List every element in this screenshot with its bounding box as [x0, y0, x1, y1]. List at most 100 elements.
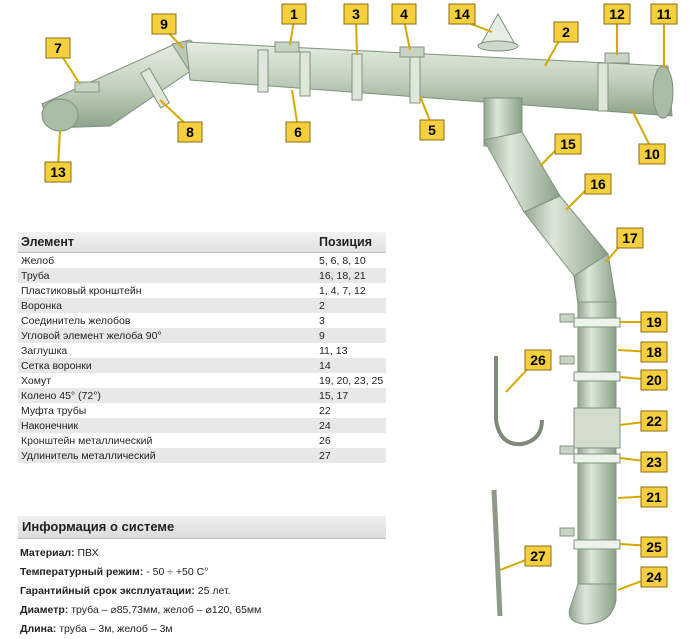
table-row: Угловой элемент желоба 90°9 — [18, 328, 386, 343]
callout-25: 25 — [640, 536, 668, 558]
info-value: труба – ⌀85,73мм, желоб – ⌀120, 65мм — [68, 604, 262, 616]
callout-24: 24 — [640, 566, 668, 588]
parts-table-header: Элемент Позиция — [18, 232, 386, 253]
info-line-diameter: Диаметр: труба – ⌀85,73мм, желоб – ⌀120,… — [18, 601, 386, 620]
plastic-bracket — [399, 46, 425, 58]
table-row: Колено 45° (72°)15, 17 — [18, 388, 386, 403]
callout-label: 5 — [428, 122, 436, 138]
info-value: ПВХ — [74, 547, 99, 559]
pipe-outlet-shoe — [568, 583, 617, 625]
callout-label: 2 — [562, 24, 570, 40]
info-label: Материал: — [20, 547, 75, 559]
callout-1: 1 — [281, 3, 307, 25]
cell-element: Кронштейн металлический — [21, 434, 153, 447]
cell-position: 19, 20, 23, 25 — [319, 374, 384, 387]
metal-bracket — [494, 356, 544, 447]
callout-label: 8 — [186, 124, 194, 140]
cell-position: 1, 4, 7, 12 — [319, 284, 366, 297]
callout-label: 18 — [646, 344, 662, 360]
callout-label: 9 — [160, 16, 168, 32]
callout-label: 16 — [590, 176, 606, 192]
cell-element: Наконечник — [21, 419, 78, 432]
callout-12: 12 — [603, 3, 631, 25]
callout-9: 9 — [151, 13, 177, 35]
info-value: - 50 ÷ +50 С° — [143, 566, 209, 578]
cell-position: 16, 18, 21 — [319, 269, 366, 282]
callout-label: 24 — [646, 569, 662, 585]
table-row: Воронка 2 — [18, 298, 386, 313]
end-cap-right — [652, 65, 674, 119]
callout-label: 22 — [646, 413, 662, 429]
info-label: Длина: — [20, 623, 57, 635]
gutter-connector — [409, 56, 421, 104]
cell-position: 11, 13 — [319, 344, 348, 357]
cell-element: Сетка воронки — [21, 359, 92, 372]
gutter-connector — [299, 51, 311, 97]
callout-label: 6 — [294, 124, 302, 140]
callout-13: 13 — [44, 161, 72, 183]
callout-label: 17 — [622, 230, 638, 246]
callout-label: 10 — [644, 146, 660, 162]
cell-position: 2 — [319, 299, 325, 312]
table-row: Хомут 19, 20, 23, 25 — [18, 373, 386, 388]
gutter-connector — [351, 53, 363, 101]
info-value: 25 лет. — [194, 585, 231, 597]
callout-4: 4 — [391, 3, 417, 25]
callout-label: 25 — [646, 539, 662, 555]
end-cap-left — [41, 98, 79, 132]
pipe-clamp-tab — [559, 355, 575, 365]
callout-tags: 1 3 4 14 2 12 11 9 7 8 6 5 10 13 15 16 1… — [44, 3, 678, 588]
pipe-clamp-tab — [559, 313, 575, 323]
pipe-clamp-tab — [559, 527, 575, 537]
cell-element: Хомут — [21, 374, 52, 387]
info-line-temperature: Температурный режим: - 50 ÷ +50 С° — [18, 563, 386, 582]
pipe-clamp — [573, 317, 621, 328]
callout-label: 11 — [657, 6, 672, 22]
callout-19: 19 — [640, 311, 668, 333]
downpipe — [483, 97, 621, 625]
cell-element: Воронка — [21, 299, 62, 312]
callout-20: 20 — [640, 369, 668, 391]
pipe-clamp — [573, 539, 621, 550]
callout-label: 4 — [400, 6, 408, 22]
cell-position: 27 — [319, 449, 331, 462]
cell-element: Удлинитель металлический — [21, 449, 156, 462]
callout-18: 18 — [640, 341, 668, 363]
callout-label: 1 — [290, 6, 298, 22]
callout-2: 2 — [553, 21, 579, 43]
gutter — [41, 12, 674, 132]
callout-label: 27 — [530, 548, 546, 564]
cell-position: 15, 17 — [319, 389, 349, 402]
gutter-connector — [257, 49, 269, 93]
pipe-clamp — [573, 453, 621, 464]
callout-17: 17 — [616, 227, 644, 249]
info-label: Температурный режим: — [20, 566, 144, 578]
plastic-bracket — [74, 81, 100, 93]
callout-23: 23 — [640, 451, 668, 473]
callout-label: 7 — [54, 40, 62, 56]
cell-position: 24 — [319, 419, 331, 432]
callout-label: 15 — [560, 136, 576, 152]
info-line-material: Материал: ПВХ — [18, 544, 386, 563]
cell-element: Соединитель желобов — [21, 314, 131, 327]
cell-element: Пластиковый кронштейн — [21, 284, 142, 297]
info-line-warranty: Гарантийный срок эксплуатации: 25 лет. — [18, 582, 386, 601]
callout-label: 3 — [352, 6, 360, 22]
callout-6: 6 — [285, 121, 311, 143]
callout-label: 14 — [454, 6, 470, 22]
info-value: труба – 3м, желоб – 3м — [56, 623, 173, 635]
table-row: Удлинитель металлический 27 — [18, 448, 386, 463]
cell-position: 3 — [319, 314, 325, 327]
system-info-panel: Информация о системе Материал: ПВХ Темпе… — [18, 516, 386, 639]
callout-27: 27 — [524, 545, 552, 567]
callout-label: 12 — [609, 6, 625, 22]
callout-label: 21 — [646, 489, 662, 505]
cell-position: 5, 6, 8, 10 — [319, 254, 366, 267]
cell-element: Муфта трубы — [21, 404, 87, 417]
header-element: Элемент — [21, 235, 75, 249]
